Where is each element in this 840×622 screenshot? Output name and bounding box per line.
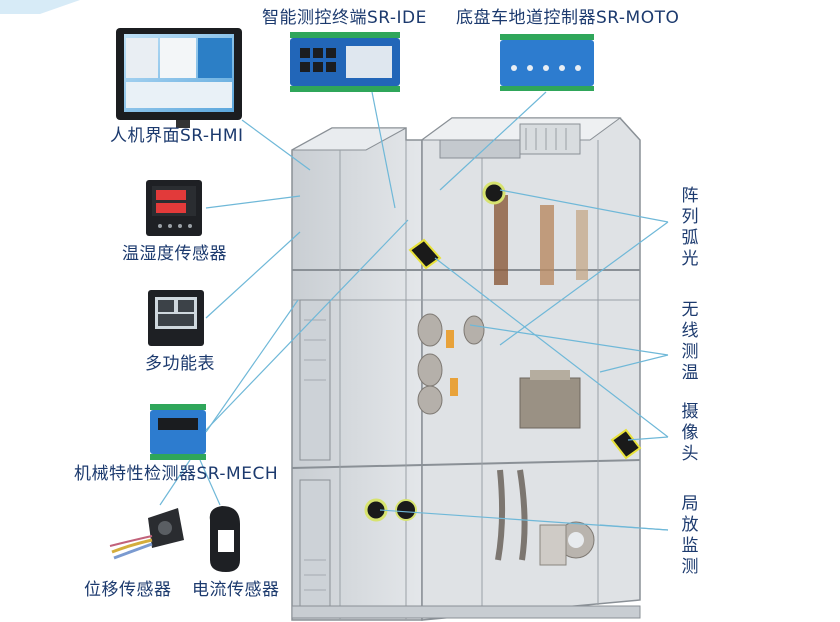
temp-humidity-device [146,180,202,236]
leader-lines [159,91,669,531]
displacement-device [109,508,184,560]
moto-device [500,34,594,91]
label-ide: 智能测控终端SR-IDE [262,8,427,28]
label-mech: 机械特性检测器SR-MECH [74,464,279,484]
label-displacement: 位移传感器 [84,580,172,600]
label-arc: 阵列弧光 [681,186,699,269]
ide-device [290,32,400,92]
multi-meter-device [148,290,204,346]
hmi-device [116,28,242,128]
label-wireless-temp: 无线测温 [681,300,699,383]
label-camera: 摄像头 [681,402,699,464]
camera-marker [408,238,642,460]
arc-sensor-marker [482,181,506,205]
label-pd: 局放监测 [681,494,699,577]
label-current: 电流传感器 [192,580,280,600]
corner-decoration [0,0,80,14]
label-temp-humidity: 温湿度传感器 [122,244,227,264]
switchgear-cabinet [291,117,642,621]
label-hmi: 人机界面SR-HMI [110,126,244,146]
current-sensor-device [209,506,240,572]
label-multi-meter: 多功能表 [145,354,215,374]
label-moto: 底盘车地道控制器SR-MOTO [456,8,680,28]
mech-device [150,404,206,460]
